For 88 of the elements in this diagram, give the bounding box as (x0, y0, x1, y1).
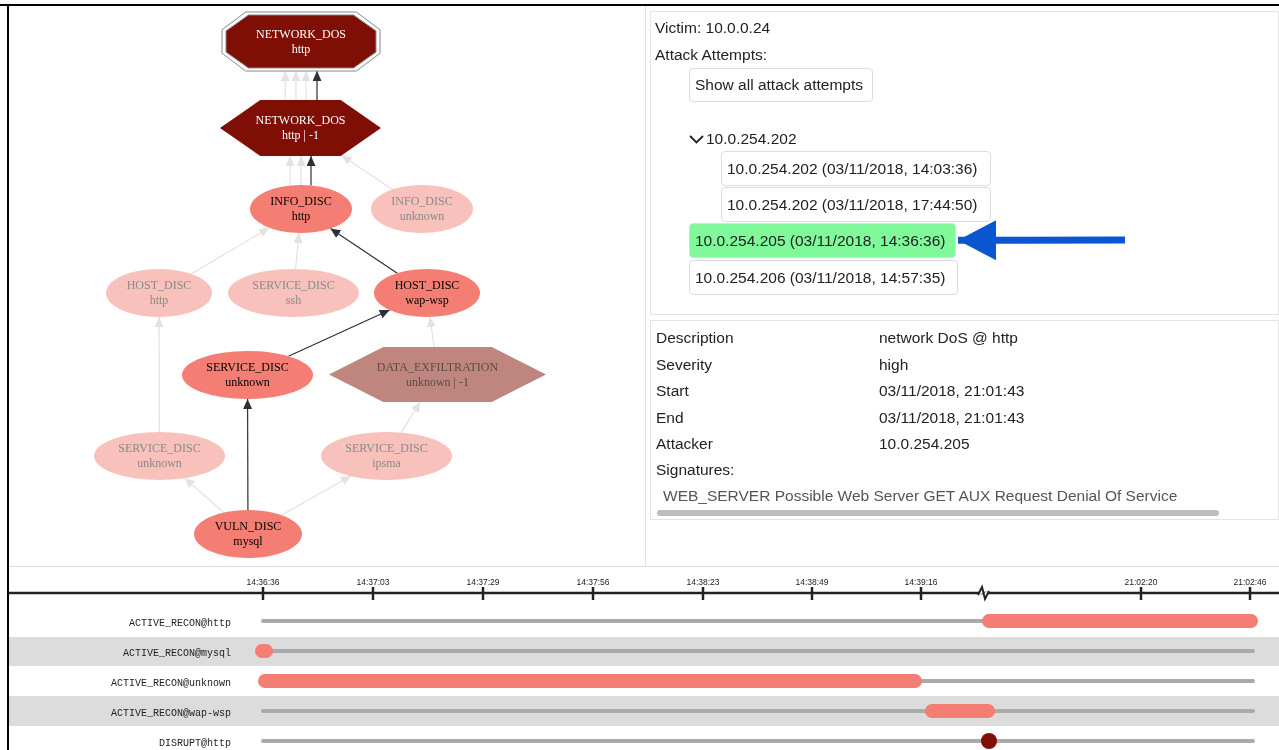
node-title: SERVICE_DISC (206, 360, 289, 375)
arrow (285, 155, 295, 187)
node-subtitle: mysql (233, 534, 263, 549)
node-title: SERVICE_DISC (345, 441, 428, 456)
arrow (329, 227, 398, 274)
arrow (243, 398, 253, 511)
field-name: Description (656, 328, 734, 348)
ellipse-node (194, 510, 302, 558)
arrow (426, 316, 436, 348)
field-value: network DoS @ http (879, 328, 1018, 348)
node-subtitle: unknown (137, 456, 182, 471)
node-title: NETWORK_DOS (256, 26, 346, 42)
axis-tick-label: 14:37:29 (465, 576, 501, 589)
attack-attempt-item: 10.0.254.202 (03/11/2018, 17:44:50) (721, 187, 991, 222)
arrow (280, 475, 352, 516)
ellipse-node (374, 269, 480, 317)
node-title: DATA_EXFILTRATION (376, 359, 499, 375)
node-title: NETWORK_DOS (255, 113, 346, 128)
node-title: HOST_DISC (126, 278, 192, 293)
axis-tick-label: 14:38:49 (794, 576, 830, 589)
ellipse-node (371, 185, 473, 233)
attack-attempt-item: 10.0.254.206 (03/11/2018, 14:57:35) (689, 260, 958, 295)
row-label: DISRUPT@http (158, 737, 231, 750)
axis-tick-label: 14:37:03 (355, 576, 391, 589)
node-title: SERVICE_DISC (118, 441, 201, 456)
field-name: Severity (656, 355, 712, 375)
arrow (293, 232, 303, 270)
field-value: high (879, 355, 909, 375)
ellipse-node (250, 185, 352, 233)
node-subtitle: http (149, 293, 169, 308)
field-name: Signatures: (656, 460, 735, 480)
node-subtitle: unknown (225, 375, 270, 390)
field-value: 03/11/2018, 21:01:43 (879, 408, 1025, 428)
signature-text: WEB_SERVER Possible Web Server GET AUX Request Denial Of Service (663, 486, 1178, 506)
node-title: INFO_DISC (270, 194, 332, 209)
node-title: SERVICE_DISC (252, 278, 335, 293)
arrow (291, 70, 301, 101)
node-title: VULN_DISC (214, 519, 282, 534)
field-value: 10.0.254.205 (879, 434, 970, 454)
arrow (184, 477, 225, 514)
arrow (296, 155, 306, 186)
arrow (341, 154, 394, 191)
attacker-group-label: 10.0.254.202 (706, 129, 797, 149)
row-label: ACTIVE_RECON@http (127, 617, 231, 631)
octagon-node (222, 12, 380, 71)
ellipse-node (94, 432, 225, 480)
arrow (400, 401, 421, 434)
hexagon-node (220, 100, 381, 156)
arrow (280, 70, 290, 101)
node-title: HOST_DISC (394, 278, 460, 293)
node-subtitle: http | -1 (281, 128, 320, 143)
attack-attempt-item: 10.0.254.202 (03/11/2018, 14:03:36) (721, 151, 991, 186)
field-name: Start (656, 381, 689, 401)
arrow (287, 309, 391, 357)
arrow (312, 70, 322, 101)
ellipse-node (182, 351, 313, 399)
node-subtitle: ipsma (372, 456, 401, 471)
node-title: INFO_DISC (391, 194, 453, 209)
row-label: ACTIVE_RECON@mysql (121, 647, 231, 661)
row-label: ACTIVE_RECON@wap-wsp (109, 707, 231, 721)
field-value: 03/11/2018, 21:01:43 (879, 381, 1025, 401)
axis-tick-label: 14:39:16 (903, 576, 939, 589)
arrow (306, 155, 316, 187)
selected-attack-attempt: 10.0.254.205 (03/11/2018, 14:36:36) (689, 223, 956, 258)
axis-tick-label: 14:37:56 (575, 576, 611, 589)
axis-tick-label: 14:36:36 (245, 576, 281, 589)
axis-tick-label: 21:02:46 (1232, 576, 1268, 589)
arrow (190, 227, 270, 275)
hexagon-node (329, 347, 546, 402)
field-name: End (656, 408, 684, 428)
row-label: ACTIVE_RECON@unknown (109, 677, 231, 691)
node-subtitle: http (291, 41, 311, 57)
victim-text: Victim: 10.0.0.24 (655, 18, 771, 38)
axis-tick-label: 21:02:20 (1123, 576, 1159, 589)
node-subtitle: unknown (399, 209, 445, 224)
ellipse-node (106, 269, 212, 317)
field-name: Attacker (656, 434, 713, 454)
arrow (154, 316, 164, 433)
ellipse-node (321, 432, 452, 480)
arrow (301, 70, 311, 101)
node-subtitle: unknown | -1 (405, 374, 470, 390)
show-all-button: Show all attack attempts (689, 68, 873, 102)
node-subtitle: ssh (285, 293, 302, 308)
node-subtitle: http (291, 209, 311, 224)
node-subtitle: wap-wsp (405, 293, 449, 308)
section-heading: Attack Attempts: (655, 45, 767, 65)
ellipse-node (228, 269, 359, 317)
axis-tick-label: 14:38:23 (685, 576, 721, 589)
